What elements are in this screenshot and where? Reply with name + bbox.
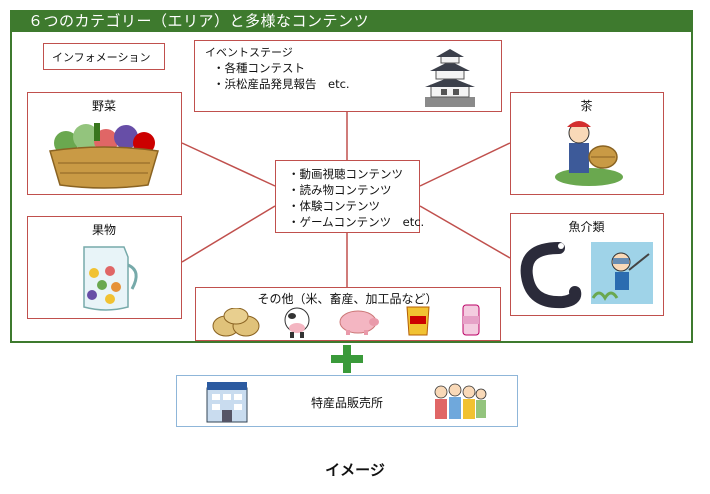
seafood-box: 魚介類 (510, 213, 664, 316)
center-item-game: ・ゲームコンテンツ etc. (288, 215, 425, 229)
event-item-report: ・浜松産品発見報告 etc. (213, 77, 350, 91)
fruits-label: 果物 (91, 223, 116, 237)
specialty-shop-label: 特産品販売所 (311, 396, 384, 410)
fruit-jar-illustration (83, 246, 138, 311)
center-item-reading: ・読み物コンテンツ (288, 183, 392, 197)
shoppers-illustration (434, 383, 487, 419)
tea-box: 茶 (510, 92, 664, 195)
tea-label: 茶 (580, 99, 593, 113)
center-item-video: ・動画視聴コンテンツ (288, 167, 403, 181)
event-stage-box: イベントステージ ・各種コンテスト ・浜松産品発見報告 etc. (194, 40, 502, 112)
plus-icon (331, 345, 363, 373)
others-box: その他（米、畜産、加工品など） (195, 287, 501, 341)
snack-bag-illustration (406, 306, 430, 336)
connector-seafood (419, 205, 511, 259)
drink-can-illustration (462, 304, 480, 336)
center-item-experience: ・体験コンテンツ (288, 199, 380, 213)
store-building-illustration (206, 382, 248, 423)
caption: イメージ (325, 461, 385, 479)
vegetables-box: 野菜 (27, 92, 182, 195)
connector-fruits (181, 205, 276, 263)
diagram-title: ６つのカテゴリー（エリア）と多様なコンテンツ (10, 10, 693, 32)
rice-bales-illustration (212, 308, 260, 337)
cow-illustration (284, 307, 310, 338)
connector-vegetables (181, 142, 276, 187)
tea-picker-illustration (555, 121, 623, 186)
event-stage-title: イベントステージ (205, 46, 293, 59)
fruits-box: 果物 (27, 216, 182, 319)
information-box: インフォメーション (43, 43, 165, 70)
event-item-contest: ・各種コンテスト (213, 61, 305, 75)
seafood-label: 魚介類 (568, 220, 605, 234)
connector-tea (419, 142, 511, 187)
information-label: インフォメーション (52, 51, 151, 64)
center-contents-box: ・動画視聴コンテンツ ・読み物コンテンツ ・体験コンテンツ ・ゲームコンテンツ … (275, 160, 424, 233)
others-label: その他（米、畜産、加工品など） (257, 292, 438, 306)
specialty-shop-box: 特産品販売所 (176, 375, 518, 427)
pig-illustration (339, 310, 379, 335)
vegetable-basket-illustration (49, 123, 159, 189)
vegetables-label: 野菜 (91, 99, 116, 113)
eel-and-diver-illustration (520, 242, 653, 309)
castle-illustration (425, 49, 475, 107)
